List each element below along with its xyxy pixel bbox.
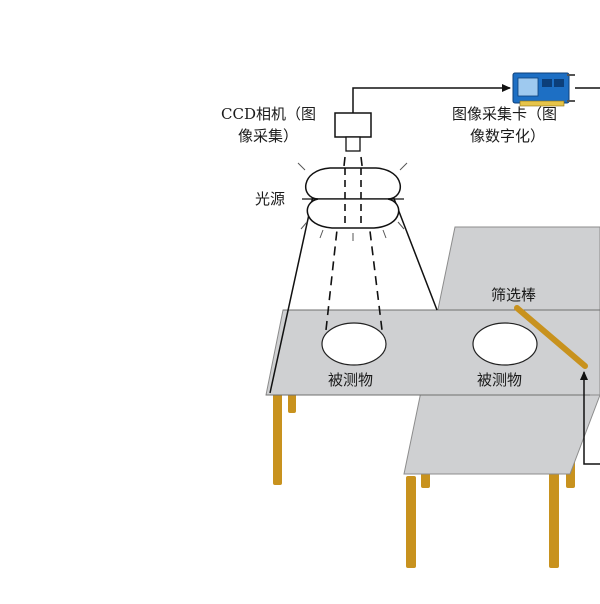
camera-lens [345,136,361,152]
camera-body [334,112,372,138]
left-table-leg-back-left [288,393,296,413]
left-table-top [265,309,600,396]
object-label-right: 被测物 [477,371,523,389]
screening-rod-label: 筛选棒 [491,286,537,304]
light-rays [297,162,408,241]
camera-to-card-arrow [352,84,511,113]
camera-label-line1: CCD相机（图 [221,105,316,123]
table-edges [266,309,600,396]
light-source-label: 光源 [255,190,286,208]
light-source [302,167,404,229]
object-right-ellipse [472,322,538,366]
right-table-leg-front-right [549,472,559,568]
camera-label-line2: 像采集） [238,127,299,145]
left-table-leg-front-left [273,393,282,485]
ccd-camera [334,112,372,152]
object-label-left: 被测物 [328,371,374,389]
card-label-line2: 像数字化） [470,127,546,145]
control-to-rod-arrow [580,371,600,465]
left-table-legs [273,393,296,485]
card-label-line1: 图像采集卡（图 [452,105,558,123]
right-table-leg-front-left [406,476,416,568]
object-left-ellipse [321,322,387,366]
image-acquisition-card-icon [512,72,575,107]
light-cone [269,195,438,394]
screening-rod [514,305,588,369]
